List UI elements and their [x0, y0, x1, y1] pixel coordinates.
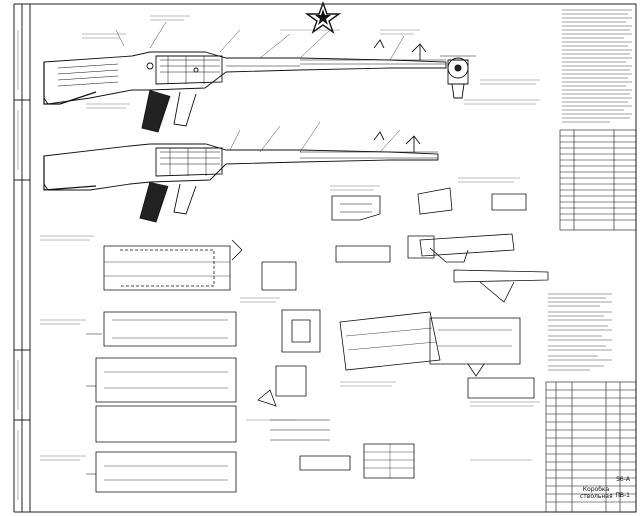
technical-notes-block [562, 9, 632, 123]
receiver-right-view [429, 317, 535, 399]
assembly-notes-block [548, 293, 612, 371]
callout-annotations [40, 15, 540, 461]
red-star-emblem-icon [304, 0, 342, 34]
drawing-designation: 56-А [616, 476, 630, 483]
title-block: 56-А Коробка ствольная ПВ-1 [546, 426, 636, 512]
drawing-frame [13, 3, 637, 513]
receiver-section-views [331, 187, 549, 303]
revision-and-title-tables [545, 381, 637, 513]
rifle-side-view [43, 121, 439, 223]
rifle-top-view [43, 21, 447, 133]
front-sight-detail [440, 55, 476, 99]
parts-list-table [559, 129, 637, 231]
receiver-left-views [86, 245, 237, 493]
drawing-name: Коробка ствольная [580, 486, 613, 500]
drawing-sheet-code: ПВ-1 [615, 492, 630, 499]
detail-views-center [231, 235, 441, 479]
